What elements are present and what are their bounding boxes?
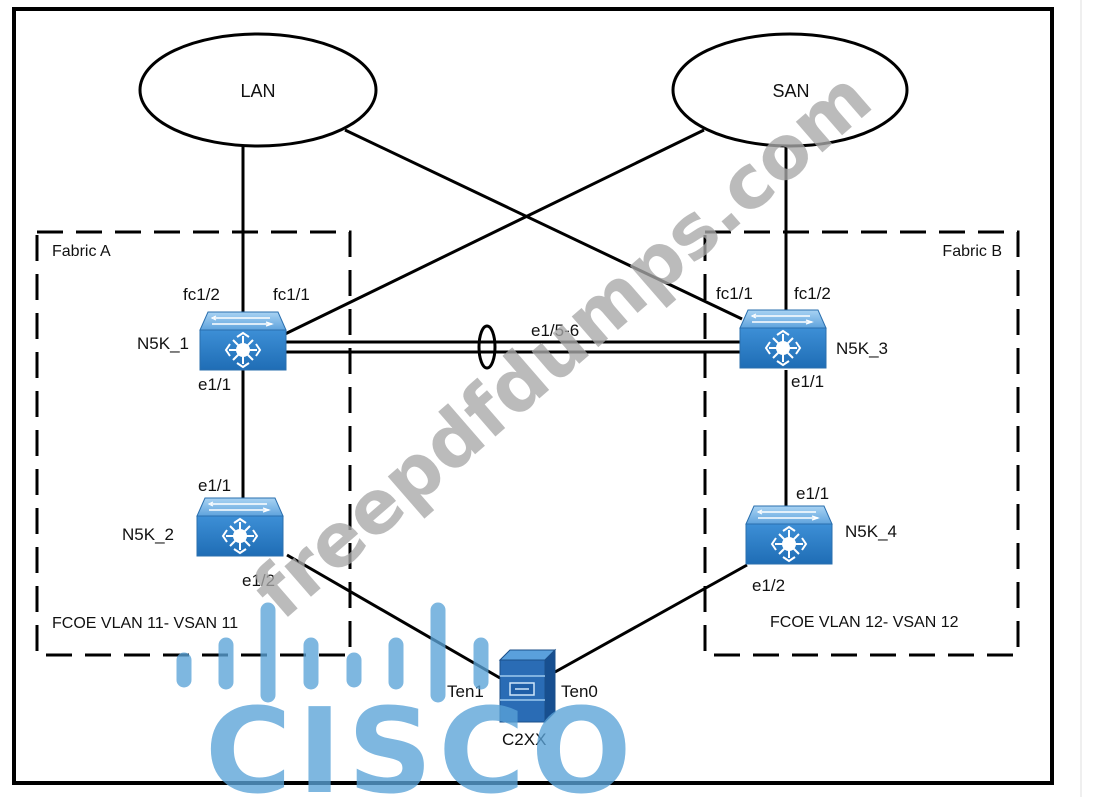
fabric-a-box: [35, 230, 352, 657]
port-n5k1-fc12: fc1/2: [183, 285, 220, 304]
port-channel-ring: [477, 324, 497, 370]
fabric-b-label: Fabric B: [942, 243, 1002, 260]
port-n5k3-fc11: fc1/1: [716, 284, 753, 303]
port-n5k3-e11: e1/1: [791, 372, 824, 391]
port-n5k3-fc12: fc1/2: [794, 284, 831, 303]
server-icon: [498, 648, 557, 724]
port-n5k2-e12: e1/2: [242, 571, 275, 590]
switch-icon: [745, 505, 833, 565]
switch-n5k-1-label: N5K_1: [137, 334, 189, 353]
fabric-b-box: [703, 230, 1020, 657]
switch-n5k-4-label: N5K_4: [845, 522, 897, 541]
outer-border: [12, 7, 1054, 785]
fabric-a-label: Fabric A: [52, 243, 111, 260]
switch-icon: [199, 311, 287, 371]
port-n5k4-e12: e1/2: [752, 576, 785, 595]
cloud-lan: LAN: [138, 32, 378, 148]
port-n5k1-fc11: fc1/1: [273, 285, 310, 304]
port-n5k1-e11: e1/1: [198, 375, 231, 394]
link-n5k2-server: [286, 553, 501, 680]
switch-n5k-2-label: N5K_2: [122, 525, 174, 544]
link-san-n5k1: [282, 128, 705, 337]
fabric-b-vlan-vsan: FCOE VLAN 12- VSAN 12: [770, 614, 959, 631]
cisco-wordmark: CISCO: [205, 682, 637, 797]
port-channel-label: e1/5-6: [531, 321, 579, 340]
switch-n5k-3[interactable]: [739, 309, 827, 369]
server-c2xx[interactable]: [498, 648, 557, 724]
cloud-lan-label: LAN: [240, 81, 275, 101]
page-edge-strip: [1080, 0, 1082, 797]
link-n5k4-server: [554, 563, 748, 674]
switch-n5k-1[interactable]: [199, 311, 287, 371]
cisco-bars-icon: [176, 602, 489, 703]
cloud-san-label: SAN: [772, 81, 809, 101]
switch-n5k-3-label: N5K_3: [836, 339, 888, 358]
port-n5k4-e11: e1/1: [796, 484, 829, 503]
switch-n5k-4[interactable]: [745, 505, 833, 565]
server-c2xx-label: C2XX: [502, 730, 546, 749]
port-server-ten0: Ten0: [561, 682, 598, 701]
port-n5k2-e11: e1/1: [198, 476, 231, 495]
port-server-ten1: Ten1: [447, 682, 484, 701]
cloud-san: SAN: [671, 32, 909, 148]
cisco-logo-watermark: CISCO: [176, 602, 637, 797]
switch-icon: [739, 309, 827, 369]
fabric-a-vlan-vsan: FCOE VLAN 11- VSAN 11: [52, 615, 238, 632]
link-lan-n5k3: [344, 128, 743, 321]
